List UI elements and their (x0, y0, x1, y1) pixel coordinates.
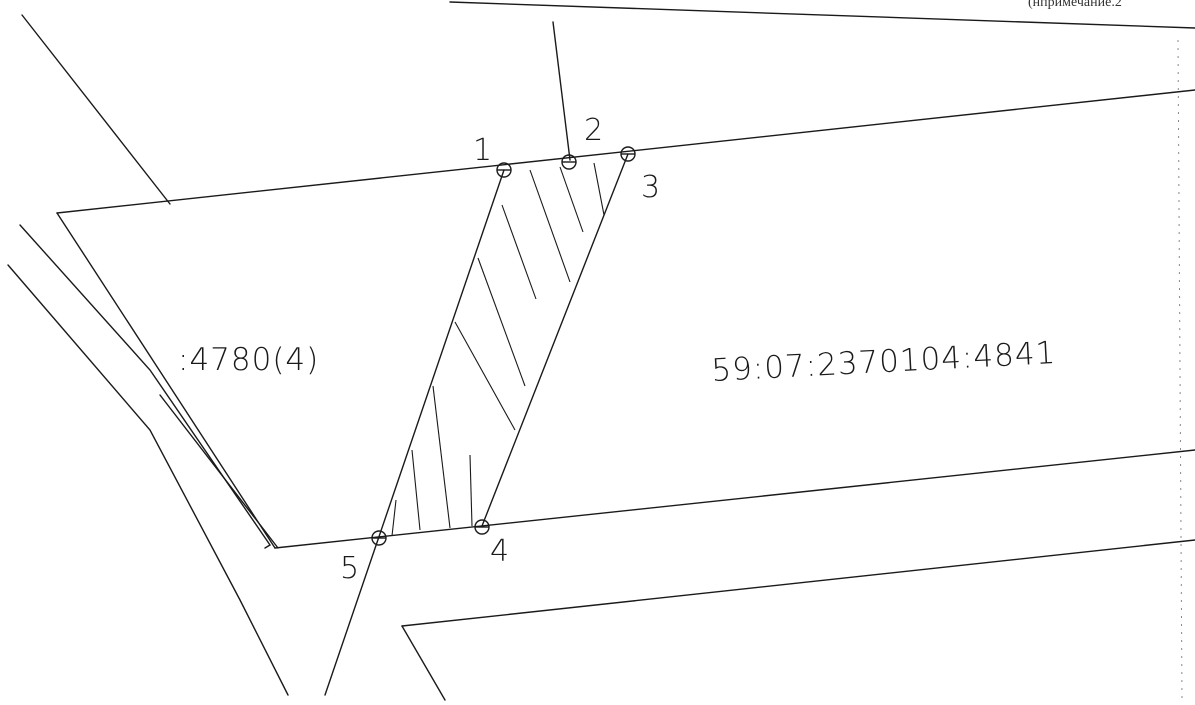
vertex-label-5: 5 (340, 551, 359, 586)
lower-block-left-edge (401, 625, 446, 701)
hatch-stroke (454, 321, 516, 431)
hatch-stroke (391, 499, 397, 537)
line-1-5 (324, 169, 505, 696)
vertex-markers (371, 146, 636, 546)
vertex-label-3: 3 (641, 170, 660, 205)
hatched-area (391, 162, 605, 537)
left-parcel-west-edge (56, 212, 276, 549)
road-line-left-mid (159, 394, 279, 549)
scan-edge-artifact (1177, 39, 1183, 701)
hatch-stroke (432, 385, 451, 529)
vertex-label-1: 1 (473, 133, 492, 168)
parcel-label-right: 59:07:2370104:4841 (711, 335, 1058, 389)
hatch-stroke (469, 454, 473, 527)
vertex-label-2: 2 (584, 113, 603, 148)
vertical-boundary-line (552, 21, 571, 161)
hatch-stroke (593, 162, 605, 216)
vertex-1-marker (496, 162, 512, 178)
top-boundary-line (449, 1, 1195, 29)
vertex-3-marker (620, 146, 636, 162)
line-3-4 (481, 153, 629, 527)
hatch-stroke (477, 257, 526, 387)
vertex-2-marker (561, 154, 577, 170)
road-line-left-outer (7, 264, 289, 696)
parcel-label-left: :4780(4) (178, 342, 319, 378)
hatch-stroke (411, 449, 421, 531)
upper-left-diagonal (21, 14, 171, 205)
lower-block-top-edge (401, 539, 1195, 627)
vertex-5-marker (371, 530, 387, 546)
vertex-4-marker (474, 519, 490, 535)
vertex-label-4: 4 (490, 534, 509, 569)
header-cut-text: (нпримечание.2 (1028, 0, 1122, 10)
hatch-stroke (529, 169, 571, 283)
hatch-stroke (501, 204, 537, 300)
lower-boundary-line (274, 449, 1195, 549)
hatch-stroke (559, 166, 584, 233)
upper-boundary-line (56, 89, 1195, 214)
road-line-left-inner (19, 224, 271, 549)
